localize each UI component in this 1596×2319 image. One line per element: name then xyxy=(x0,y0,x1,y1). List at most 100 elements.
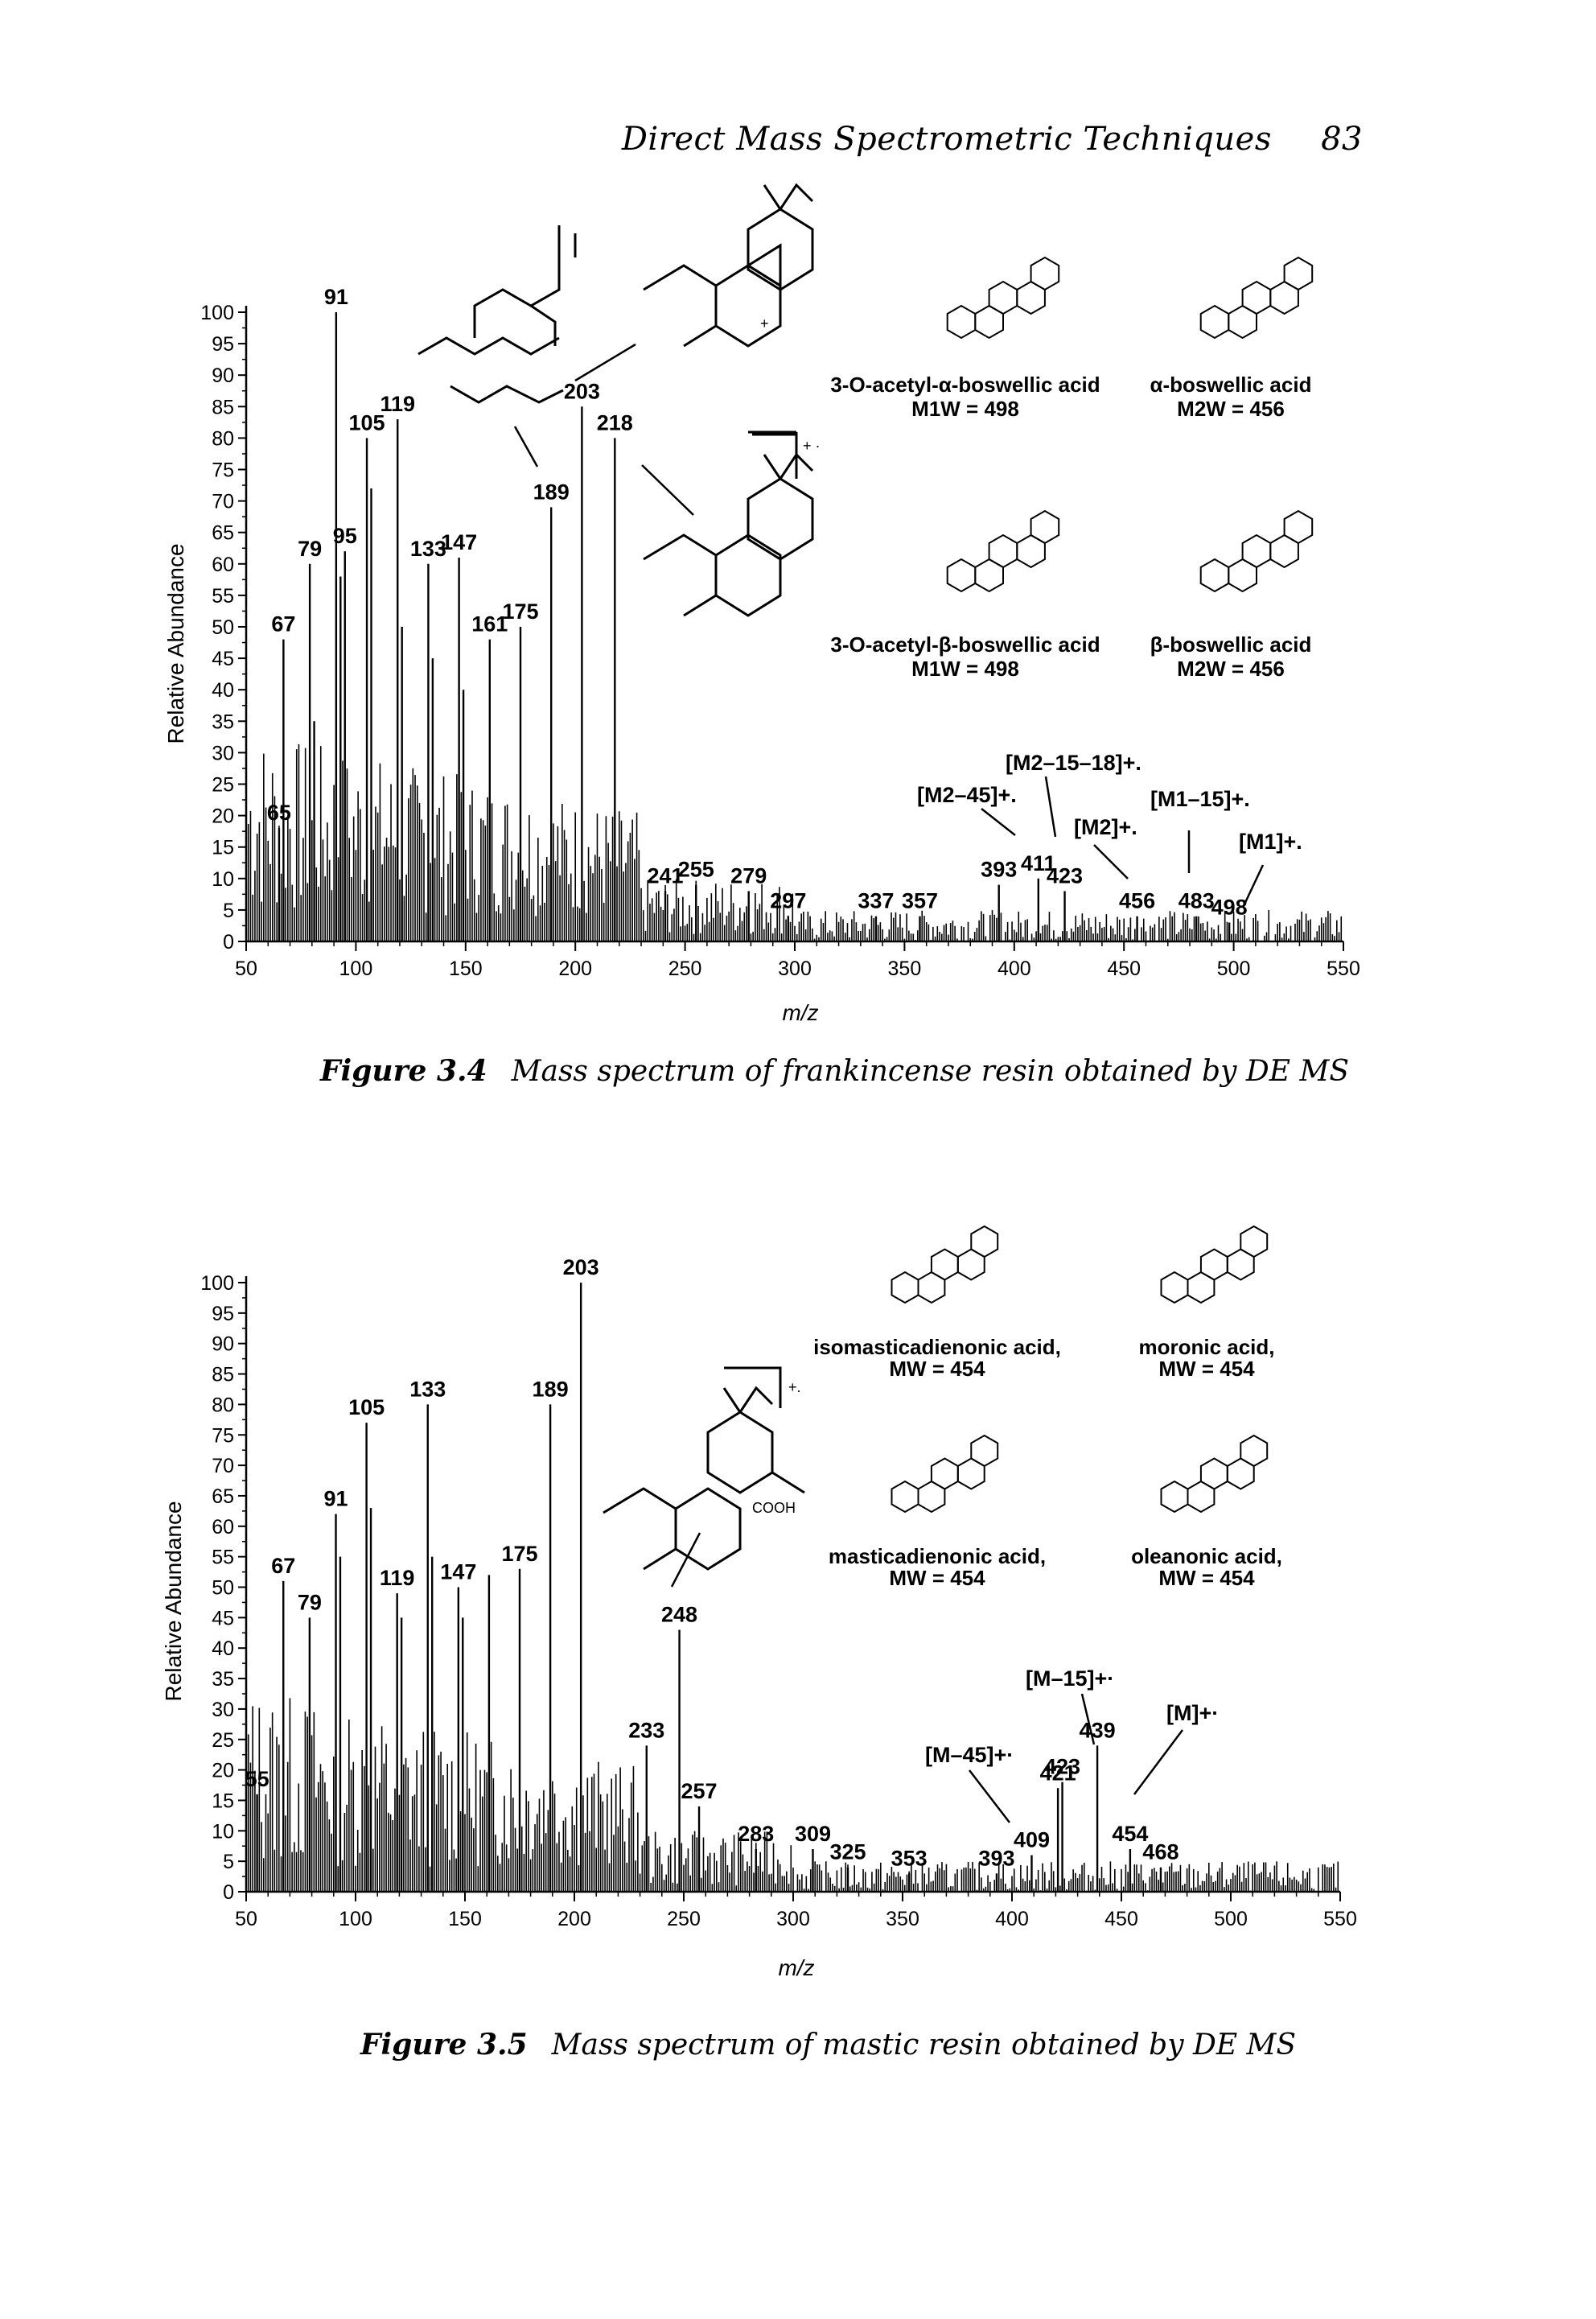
page-number: 83 xyxy=(1321,121,1363,158)
compound-structures xyxy=(946,256,1314,593)
ring xyxy=(1241,533,1272,569)
y-tick-label: 95 xyxy=(212,333,234,356)
y-tick-label: 90 xyxy=(212,365,234,387)
peak-label: 189 xyxy=(533,1377,569,1401)
peak-label: 279 xyxy=(730,863,767,888)
y-tick-label: 20 xyxy=(212,1760,234,1782)
y-tick-label: 15 xyxy=(212,1790,234,1812)
peak-label: 161 xyxy=(471,612,508,636)
compound-skeleton xyxy=(946,256,1060,340)
x-tick-label: 50 xyxy=(235,1908,257,1930)
peak-label: 337 xyxy=(858,889,894,913)
ion-label-m-45: [M–45]+· xyxy=(925,1743,1014,1767)
compound-skeleton xyxy=(1199,509,1314,593)
compound-skeleton xyxy=(1160,1225,1269,1304)
y-tick-label: 60 xyxy=(212,1516,234,1538)
ring xyxy=(930,1248,959,1281)
y-tick-label: 30 xyxy=(212,1699,234,1721)
peak-label: 203 xyxy=(563,1255,599,1279)
ion-label-m: [M]+· xyxy=(1166,1701,1219,1725)
peak-label: 423 xyxy=(1047,863,1083,888)
peak-label: 393 xyxy=(981,858,1017,882)
peak-label: 309 xyxy=(795,1822,831,1846)
y-tick-label: 35 xyxy=(212,711,234,733)
y-tick-label: 75 xyxy=(212,1424,234,1447)
ring xyxy=(1199,1457,1228,1490)
x-tick-label: 550 xyxy=(1323,1908,1357,1930)
ring xyxy=(988,533,1018,569)
peak-label: 147 xyxy=(440,1560,476,1584)
running-header: Direct Mass Spectrometric Techniques 83 xyxy=(622,121,1363,158)
x-tick-label: 500 xyxy=(1217,958,1251,980)
compound-structures xyxy=(891,1225,1269,1514)
caption-number: Figure 3.4 xyxy=(320,1054,487,1088)
peak-label: 257 xyxy=(681,1779,718,1803)
y-tick-label: 70 xyxy=(212,491,234,513)
y-tick-label: 100 xyxy=(200,302,234,324)
compound-mw-3: M1W = 498 xyxy=(911,657,1019,681)
compound-mw-2: MW = 454 xyxy=(1158,1357,1255,1381)
compound-name-4: β-boswellic acid xyxy=(1150,632,1312,657)
peak-label: 105 xyxy=(348,1395,385,1419)
y-tick-label: 55 xyxy=(212,585,234,608)
ion-label-m1: [M1]+. xyxy=(1239,830,1302,854)
peak-label: 218 xyxy=(597,410,633,435)
peak-label: 411 xyxy=(1021,851,1056,875)
peak-group xyxy=(278,312,1231,941)
running-title: Direct Mass Spectrometric Techniques xyxy=(621,121,1272,158)
x-tick-label: 200 xyxy=(558,958,592,980)
compound-mw-4: M2W = 456 xyxy=(1177,657,1285,681)
ion-label-m1-15: [M1–15]+. xyxy=(1150,787,1250,811)
y-tick-label: 20 xyxy=(212,805,234,828)
peak-label: 175 xyxy=(502,599,538,624)
ring xyxy=(1199,304,1230,340)
ring xyxy=(1283,256,1314,291)
caption-number: Figure 3.5 xyxy=(360,2028,528,2062)
peak-label: 189 xyxy=(533,480,570,504)
y-tick-label: 80 xyxy=(212,1394,234,1416)
compound-mw-4: MW = 454 xyxy=(1158,1566,1255,1590)
x-tick-label: 100 xyxy=(339,958,373,980)
peak-label: 393 xyxy=(978,1846,1014,1870)
compound-name-2: α-boswellic acid xyxy=(1150,373,1312,397)
axes: 0510152025303540455055606570758085909510… xyxy=(200,302,1360,980)
ring xyxy=(1030,509,1060,545)
peak-label: 297 xyxy=(770,889,806,913)
y-axis-title: Relative Abundance xyxy=(163,543,188,743)
ring xyxy=(1240,1225,1269,1258)
ring xyxy=(891,1480,919,1514)
peak-label: 498 xyxy=(1211,896,1248,920)
y-tick-label: 45 xyxy=(212,1607,234,1629)
y-tick-label: 0 xyxy=(223,931,234,954)
peak-label: 133 xyxy=(409,1377,446,1401)
x-tick-label: 450 xyxy=(1104,1908,1138,1930)
y-tick-label: 0 xyxy=(223,1881,234,1904)
ring xyxy=(946,558,977,593)
ring xyxy=(1199,1248,1228,1281)
x-tick-label: 500 xyxy=(1214,1908,1248,1930)
peak-label: 325 xyxy=(829,1840,866,1864)
peak-label: 409 xyxy=(1014,1828,1050,1852)
y-tick-label: 10 xyxy=(212,868,234,891)
y-tick-label: 40 xyxy=(212,1637,234,1660)
y-tick-label: 25 xyxy=(212,1729,234,1752)
x-tick-label: 200 xyxy=(557,1908,591,1930)
peak-label: 79 xyxy=(298,1590,322,1614)
peak-label: 67 xyxy=(271,1554,295,1578)
compound-skeleton xyxy=(1160,1434,1269,1514)
y-tick-label: 80 xyxy=(212,427,234,450)
leader-lines xyxy=(513,343,1265,908)
compound-name-1: isomasticadienonic acid, xyxy=(813,1335,1061,1359)
x-tick-label: 150 xyxy=(448,1908,482,1930)
y-tick-label: 45 xyxy=(212,648,234,670)
x-tick-label: 400 xyxy=(998,958,1031,980)
compound-skeleton xyxy=(946,509,1060,593)
y-tick-label: 85 xyxy=(212,396,234,418)
x-tick-label: 150 xyxy=(449,958,483,980)
x-tick-label: 300 xyxy=(778,958,812,980)
leader-line xyxy=(670,1532,701,1588)
ring xyxy=(1160,1480,1189,1514)
y-tick-label: 35 xyxy=(212,1668,234,1691)
